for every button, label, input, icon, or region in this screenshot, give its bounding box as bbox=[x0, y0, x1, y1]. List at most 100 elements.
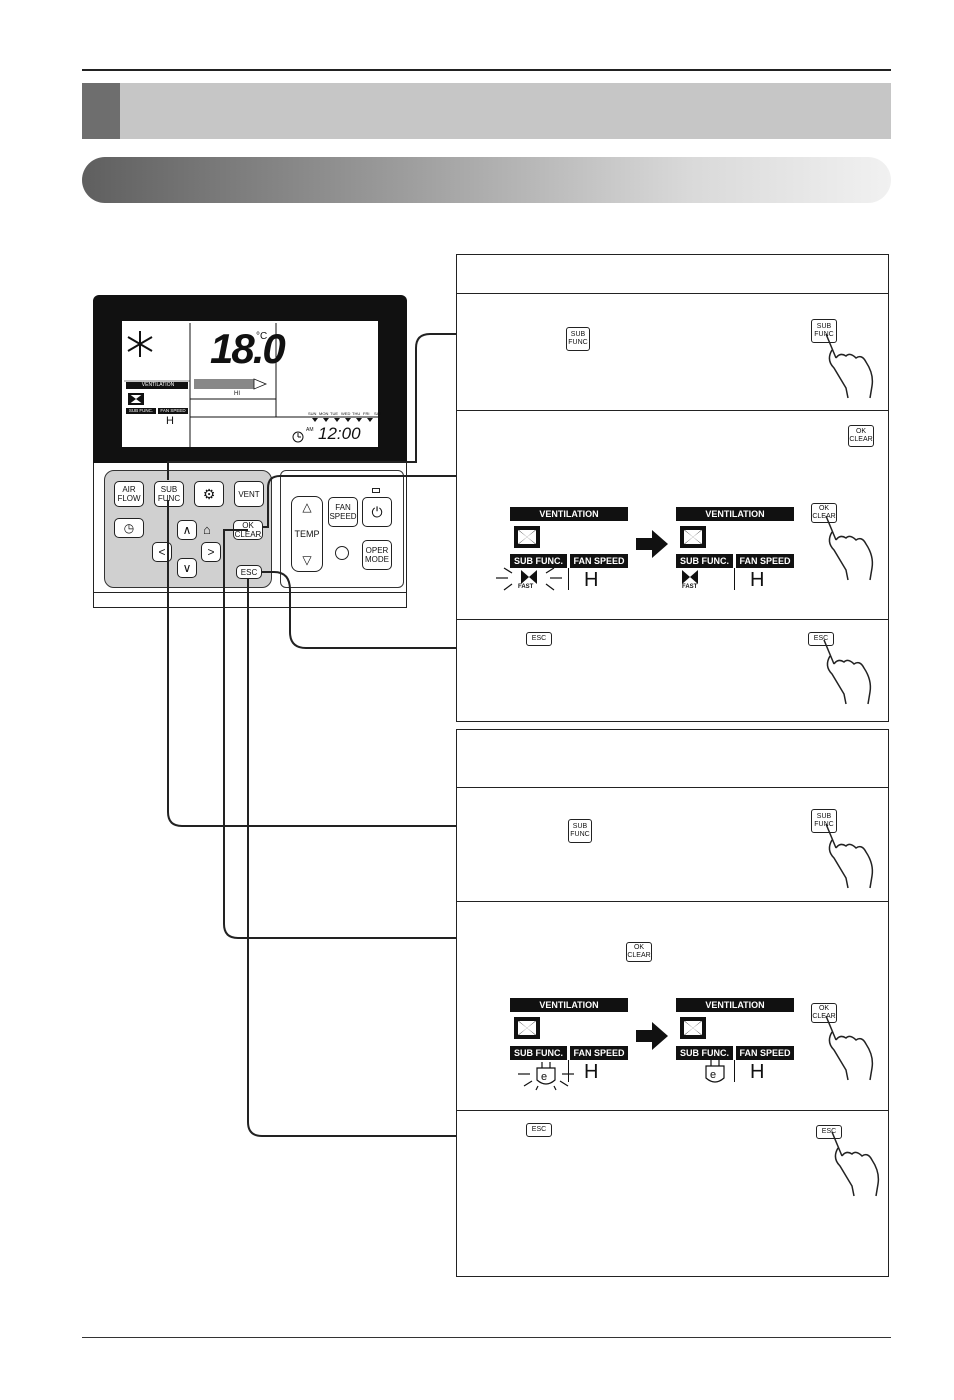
panel-divider bbox=[456, 787, 889, 788]
ok-clear-key-icon: OK CLEAR bbox=[848, 425, 874, 447]
right-button[interactable]: > bbox=[201, 542, 221, 562]
clock-icon bbox=[292, 431, 304, 443]
pressing-hand-icon bbox=[825, 515, 874, 581]
lcd-day: MON bbox=[319, 411, 329, 416]
pressing-hand-icon bbox=[825, 823, 874, 889]
sensor-circle bbox=[335, 546, 349, 560]
clock-icon: ◷ bbox=[123, 520, 135, 535]
display-divider bbox=[568, 568, 569, 590]
pressing-hand-icon bbox=[825, 1015, 874, 1081]
sub-func-label: SUB FUNC. bbox=[510, 554, 567, 568]
top-rule bbox=[82, 69, 891, 71]
remote-lcd: 18.0 °C VENTILATION HI SUB FUNC. FAN SPE… bbox=[121, 320, 381, 448]
lcd-graphics bbox=[124, 323, 378, 447]
vent-button[interactable]: VENT bbox=[234, 481, 264, 507]
svg-text:e: e bbox=[710, 1069, 716, 1081]
lcd-sub-func-label: SUB FUNC. bbox=[128, 408, 154, 413]
cooling-icon bbox=[127, 331, 153, 357]
panel-divider bbox=[456, 901, 889, 902]
pressing-hand-icon bbox=[823, 639, 872, 705]
lcd-days: SUN MON TUE WED THU FRI SAT bbox=[308, 411, 384, 416]
display-divider bbox=[568, 1060, 569, 1082]
temp-label: TEMP bbox=[294, 528, 320, 539]
remote-base bbox=[93, 592, 407, 608]
triangle-down-icon: ▽ bbox=[302, 553, 312, 567]
oper-mode-button[interactable]: OPER MODE bbox=[362, 540, 392, 570]
reservation-button[interactable]: ◷ bbox=[114, 518, 144, 538]
blinking-fast-vent-icon bbox=[496, 564, 562, 591]
lcd-fan-speed-label: FAN SPEED bbox=[160, 408, 186, 413]
pressing-hand-icon bbox=[825, 333, 874, 399]
power-button[interactable]: ⏻ bbox=[362, 497, 392, 527]
fan-speed-label: FAN SPEED bbox=[736, 554, 794, 568]
ventilation-label: VENTILATION bbox=[510, 998, 628, 1012]
vent-icon bbox=[512, 1015, 542, 1041]
bottom-rule bbox=[82, 1337, 891, 1338]
fast-label: FAST bbox=[682, 584, 698, 590]
power-icon: ⏻ bbox=[371, 503, 383, 520]
display-divider bbox=[734, 568, 735, 590]
function-setting-button[interactable]: ⚙ bbox=[194, 481, 224, 507]
operation-indicator bbox=[372, 488, 380, 493]
vent-icon bbox=[678, 1015, 708, 1041]
sub-func-key-icon: SUB FUNC bbox=[566, 327, 590, 351]
esc-key-pressed: ESC bbox=[808, 632, 834, 646]
lcd-day: FRI bbox=[363, 411, 370, 416]
vent-icon bbox=[512, 524, 542, 550]
section-title-bar bbox=[82, 83, 891, 139]
subsection-title-bar bbox=[82, 157, 891, 203]
chevron-down-icon: ∨ bbox=[182, 560, 192, 575]
sub-func-label: SUB FUNC. bbox=[510, 1046, 567, 1060]
fan-speed-value: H bbox=[750, 569, 765, 591]
fan-speed-label: FAN SPEED bbox=[570, 1046, 628, 1060]
arrow-right-icon bbox=[636, 530, 668, 558]
display-divider bbox=[734, 1060, 735, 1082]
esc-key-pressed: ESC bbox=[816, 1125, 842, 1139]
fast-vent-icon bbox=[682, 570, 698, 584]
gear-icon: ⚙ bbox=[202, 485, 216, 502]
lcd-time: 12:00 bbox=[318, 424, 361, 443]
panel-divider bbox=[456, 293, 889, 294]
lcd-day: THU bbox=[352, 411, 361, 416]
day-indicators bbox=[312, 418, 373, 422]
lcd-temp-unit: °C bbox=[256, 331, 268, 342]
fan-speed-value: H bbox=[584, 569, 599, 591]
ventilation-label: VENTILATION bbox=[676, 507, 794, 521]
lcd-temperature: 18.0 bbox=[210, 325, 286, 372]
vent-icon bbox=[128, 393, 144, 405]
ok-clear-key-icon: OK CLEAR bbox=[626, 942, 652, 962]
sub-func-key-pressed: SUB FUNC bbox=[811, 319, 837, 343]
lcd-ampm: AM bbox=[306, 427, 314, 433]
fan-speed-button[interactable]: FAN SPEED bbox=[328, 497, 358, 527]
sub-func-key-icon: SUB FUNC bbox=[568, 819, 592, 843]
fan-speed-label: FAN SPEED bbox=[570, 554, 628, 568]
ventilation-label: VENTILATION bbox=[510, 507, 628, 521]
temp-rocker[interactable]: △ TEMP ▽ bbox=[291, 496, 323, 572]
lcd-day: WED bbox=[341, 411, 351, 416]
lcd-day: TUE bbox=[330, 411, 338, 416]
sub-func-key-pressed: SUB FUNC bbox=[811, 809, 837, 833]
ok-clear-key-pressed: OK CLEAR bbox=[811, 503, 837, 523]
sub-func-label: SUB FUNC. bbox=[676, 554, 733, 568]
esc-key-icon: ESC bbox=[526, 1123, 552, 1137]
blinking-energy-saving-icon: e bbox=[518, 1062, 574, 1091]
fan-speed-value: H bbox=[750, 1061, 765, 1083]
sub-func-label: SUB FUNC. bbox=[676, 1046, 733, 1060]
fan-speed-label: FAN SPEED bbox=[736, 1046, 794, 1060]
fan-speed-value: H bbox=[584, 1061, 599, 1083]
lcd-ventilation-label: VENTILATION bbox=[141, 382, 175, 388]
svg-text:e: e bbox=[541, 1071, 547, 1083]
up-button[interactable]: ∧ bbox=[177, 520, 197, 540]
fast-label: FAST bbox=[518, 584, 534, 590]
panel-divider bbox=[456, 1110, 889, 1111]
chevron-right-icon: > bbox=[207, 544, 215, 559]
panel-divider bbox=[456, 619, 889, 620]
air-flow-button[interactable]: AIR FLOW bbox=[114, 481, 144, 507]
chevron-left-icon: < bbox=[158, 544, 166, 559]
chevron-up-icon: ∧ bbox=[182, 522, 192, 537]
down-button[interactable]: ∨ bbox=[177, 558, 197, 578]
lcd-fan-speed-value: H bbox=[166, 415, 174, 427]
triangle-up-icon: △ bbox=[302, 500, 312, 514]
pressing-hand-icon bbox=[831, 1131, 880, 1197]
